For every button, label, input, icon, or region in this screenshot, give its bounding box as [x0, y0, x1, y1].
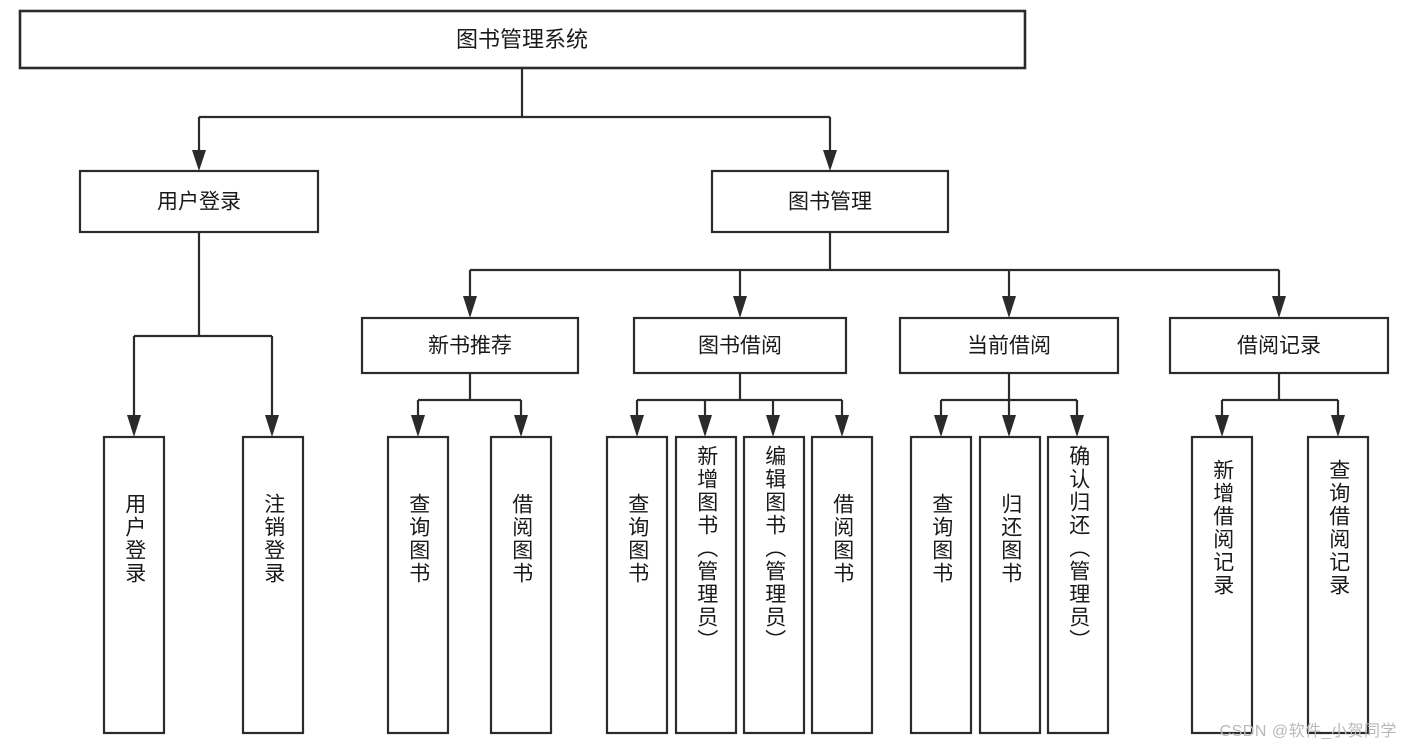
connector-bookborrow-to-leaves — [630, 373, 849, 437]
node-root-label: 图书管理系统 — [456, 27, 588, 52]
node-current-borrow-label: 当前借阅 — [967, 335, 1051, 358]
connector-currentborrow-to-leaves — [934, 373, 1084, 437]
leaf-boxes-borrow-records — [1190, 435, 1370, 735]
leaf-boxes-book-borrow — [605, 435, 874, 735]
leaf-box[interactable] — [241, 435, 305, 735]
node-book-management[interactable]: 图书管理 — [710, 169, 950, 234]
connector-borrowrecord-to-leaves — [1215, 373, 1345, 437]
node-book-borrow[interactable]: 图书借阅 — [632, 316, 848, 375]
node-user-login-label: 用户登录 — [157, 191, 241, 214]
connector-bookmgmt-to-level3 — [463, 232, 1286, 318]
leaf-box[interactable] — [909, 435, 973, 735]
leaf-box[interactable] — [978, 435, 1042, 735]
leaf-boxes-new-book-recommend — [386, 435, 553, 735]
leaf-box[interactable] — [386, 435, 450, 735]
leaf-box[interactable] — [102, 435, 166, 735]
leaf-box[interactable] — [1306, 435, 1370, 735]
leaf-box[interactable] — [1190, 435, 1254, 735]
node-borrow-records[interactable]: 借阅记录 — [1168, 316, 1390, 375]
node-current-borrow[interactable]: 当前借阅 — [898, 316, 1120, 375]
leaf-box[interactable] — [742, 435, 806, 735]
leaf-box[interactable] — [605, 435, 669, 735]
connector-newbook-to-leaves — [411, 373, 528, 437]
node-user-login[interactable]: 用户登录 — [78, 169, 320, 234]
connector-root-to-level2 — [192, 68, 837, 171]
leaf-box[interactable] — [810, 435, 874, 735]
leaf-box[interactable] — [1046, 435, 1110, 735]
leaf-box[interactable] — [489, 435, 553, 735]
node-borrow-records-label: 借阅记录 — [1237, 335, 1321, 358]
leaf-boxes-user-login — [102, 435, 305, 735]
node-book-management-label: 图书管理 — [788, 191, 872, 214]
node-book-borrow-label: 图书借阅 — [698, 335, 782, 358]
leaf-boxes-current-borrow — [909, 435, 1110, 735]
node-new-book-recommend-label: 新书推荐 — [428, 335, 512, 358]
connector-userlogin-to-leaves — [127, 232, 279, 437]
leaf-box[interactable] — [674, 435, 738, 735]
node-new-book-recommend[interactable]: 新书推荐 — [360, 316, 580, 375]
node-root[interactable]: 图书管理系统 — [18, 9, 1027, 70]
